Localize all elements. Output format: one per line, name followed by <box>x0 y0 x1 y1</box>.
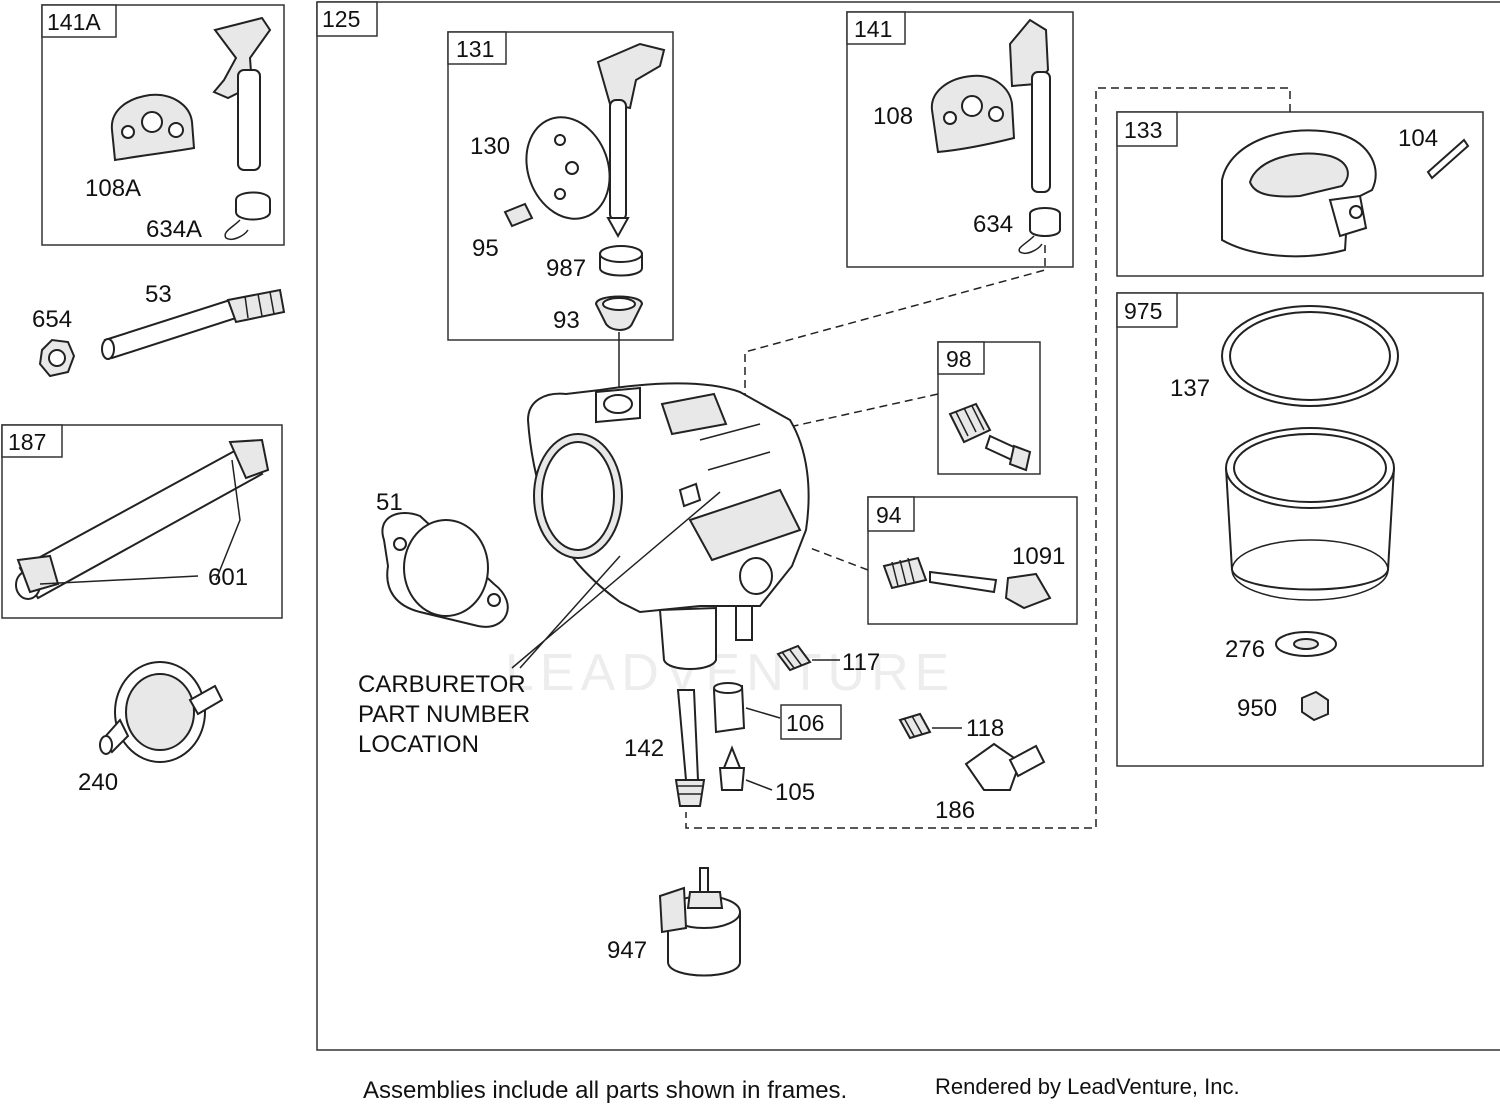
carburetor-body <box>526 382 810 670</box>
seat-106: 106 <box>712 682 842 740</box>
callout-93: 93 <box>553 307 580 334</box>
callout-654: 654 <box>32 306 72 333</box>
callout-108: 108 <box>873 103 913 130</box>
fuel-pump-240: 240 <box>78 661 224 796</box>
callout-105: 105 <box>775 779 815 806</box>
frame-label-94: 94 <box>876 502 902 528</box>
callout-108A: 108A <box>85 175 141 202</box>
frame-label-141A: 141A <box>47 9 101 35</box>
needle-94 <box>929 570 998 594</box>
callout-950: 950 <box>1237 695 1277 722</box>
spring-634 <box>1029 207 1061 237</box>
solenoid-947: 947 <box>607 867 741 977</box>
carb-note-line3: LOCATION <box>358 731 479 758</box>
spring-98 <box>948 402 992 444</box>
frame-label-131: 131 <box>456 36 494 62</box>
carb-note-line2: PART NUMBER <box>358 701 530 728</box>
spring-634A <box>235 191 271 221</box>
screw-95 <box>503 202 534 228</box>
frame-187: 187 601 <box>1 424 283 619</box>
gasket-51: 51 <box>376 489 509 628</box>
callout-53: 53 <box>145 281 172 308</box>
spring-94 <box>882 556 928 590</box>
footer-rendered-by: Rendered by LeadVenture, Inc. <box>935 1074 1240 1099</box>
callout-634: 634 <box>973 211 1013 238</box>
callout-51: 51 <box>376 489 403 516</box>
emulsion-tube-142: 142 <box>624 689 706 807</box>
jet-118: 118 <box>898 712 1004 742</box>
callout-137: 137 <box>1170 375 1210 402</box>
needle-105: 105 <box>718 745 815 806</box>
fitting-53 <box>103 298 238 360</box>
choke-shaft-131 <box>596 42 666 110</box>
frame-label-125: 125 <box>322 6 360 32</box>
callout-95: 95 <box>472 235 499 262</box>
frame-131: 131 130 95 987 93 <box>447 31 674 341</box>
nut-950 <box>1301 690 1329 722</box>
callout-130: 130 <box>470 133 510 160</box>
callout-634A: 634A <box>146 216 202 243</box>
frame-975: 975 137 276 950 <box>1116 292 1484 767</box>
callout-601: 601 <box>208 564 248 591</box>
callout-118: 118 <box>966 715 1004 742</box>
frame-label-98: 98 <box>946 346 972 372</box>
frame-label-187: 187 <box>8 429 46 455</box>
callout-117: 117 <box>842 649 880 676</box>
throttle-shaft-141 <box>1008 18 1050 88</box>
cap-1091 <box>1004 572 1052 610</box>
callout-1091: 1091 <box>1012 543 1065 570</box>
callout-104: 104 <box>1398 125 1438 152</box>
callout-987: 987 <box>546 255 586 282</box>
frame-133: 133 104 <box>1116 111 1484 277</box>
frame-125: 125 <box>316 1 1500 1051</box>
callout-142: 142 <box>624 735 664 762</box>
callout-240: 240 <box>78 769 118 796</box>
callout-947: 947 <box>607 937 647 964</box>
pin-104 <box>1426 138 1470 180</box>
frame-94: 94 1091 <box>867 496 1078 625</box>
frame-label-141: 141 <box>854 16 892 42</box>
footer-assemblies-note: Assemblies include all parts shown in fr… <box>363 1077 847 1104</box>
callout-186: 186 <box>935 797 975 824</box>
jet-117: 117 <box>776 644 880 676</box>
frame-label-133: 133 <box>1124 117 1162 143</box>
elbow-186: 186 <box>935 742 1046 824</box>
callout-276: 276 <box>1225 636 1265 663</box>
frame-label-975: 975 <box>1124 298 1162 324</box>
frame-98: 98 <box>937 341 1041 475</box>
frame-141: 141 108 634 <box>846 11 1074 268</box>
fitting-53-group: 654 53 <box>32 281 286 378</box>
frame-141A: 141A 108A 634A <box>41 4 285 246</box>
carb-note-line1: CARBURETOR <box>358 671 526 698</box>
frame-label-106: 106 <box>786 710 824 736</box>
